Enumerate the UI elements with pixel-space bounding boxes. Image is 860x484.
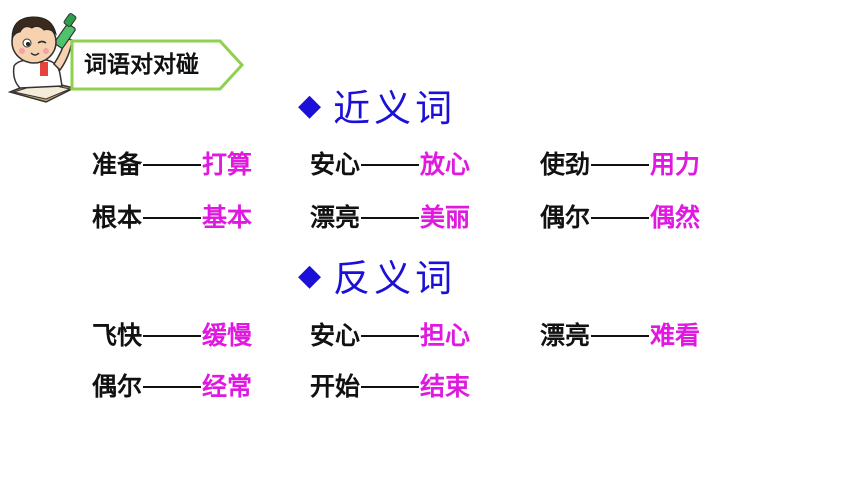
pair-word: 开始 (310, 372, 361, 401)
antonym-pair: 开始 结束 (310, 369, 470, 405)
pair-dash (361, 386, 420, 388)
pair-word: 安心 (310, 150, 361, 179)
antonyms-title: ◆ 反义词 (298, 250, 456, 300)
pair-dash (361, 164, 420, 166)
synonym-pair: 根本 基本 (92, 200, 252, 236)
pair-dash (143, 217, 202, 219)
antonym-pair: 漂亮 难看 (540, 318, 700, 354)
pair-word: 飞快 (92, 321, 143, 350)
pair-word: 安心 (310, 321, 361, 350)
pair-answer: 经常 (202, 372, 253, 401)
pair-answer: 结束 (420, 372, 471, 401)
antonym-pair: 安心 担心 (310, 318, 470, 354)
boy-with-marker-icon (0, 4, 96, 104)
diamond-icon: ◆ (298, 257, 322, 293)
pair-dash (591, 335, 650, 337)
pair-answer: 用力 (650, 150, 701, 179)
banner-title: 词语对对碰 (84, 52, 199, 78)
antonym-pair: 飞快 缓慢 (92, 318, 252, 354)
pair-word: 漂亮 (310, 203, 361, 232)
antonyms-title-text: 反义词 (333, 257, 457, 300)
synonym-pair: 安心 放心 (310, 147, 470, 183)
synonym-pair: 准备 打算 (92, 147, 252, 183)
pair-answer: 难看 (650, 321, 701, 350)
pair-dash (591, 217, 650, 219)
diamond-icon: ◆ (298, 87, 322, 123)
pair-word: 使劲 (540, 150, 591, 179)
pair-word: 偶尔 (92, 372, 143, 401)
pair-word: 根本 (92, 203, 143, 232)
topic-banner: 词语对对碰 (70, 38, 245, 92)
pair-dash (143, 386, 202, 388)
pair-answer: 基本 (202, 203, 253, 232)
synonym-pair: 漂亮 美丽 (310, 200, 470, 236)
synonyms-title-text: 近义词 (333, 87, 457, 130)
pair-dash (361, 335, 420, 337)
pair-word: 偶尔 (540, 203, 591, 232)
pair-dash (591, 164, 650, 166)
pair-answer: 偶然 (650, 203, 701, 232)
synonym-pair: 偶尔 偶然 (540, 200, 700, 236)
pair-answer: 缓慢 (202, 321, 253, 350)
synonym-pair: 使劲 用力 (540, 147, 700, 183)
pair-word: 漂亮 (540, 321, 591, 350)
synonyms-title: ◆ 近义词 (298, 80, 456, 130)
pair-answer: 担心 (420, 321, 471, 350)
pair-dash (143, 335, 202, 337)
pair-answer: 放心 (420, 150, 471, 179)
pair-dash (361, 217, 420, 219)
antonym-pair: 偶尔 经常 (92, 369, 252, 405)
pair-answer: 美丽 (420, 203, 471, 232)
pair-word: 准备 (92, 150, 143, 179)
pair-answer: 打算 (202, 150, 253, 179)
pair-dash (143, 164, 202, 166)
